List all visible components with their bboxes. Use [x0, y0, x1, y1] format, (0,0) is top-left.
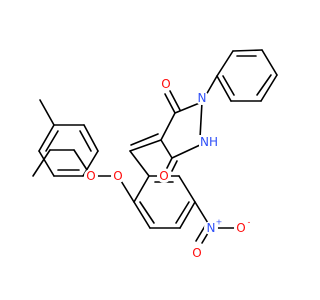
bond [222, 75, 235, 96]
atom-labels: O N NH O O O N + O - O [84, 77, 251, 260]
bond [39, 99, 55, 126]
bond [130, 133, 159, 146]
bond [175, 201, 190, 224]
bond [169, 90, 181, 111]
carbonyl-oxygen-top: O [161, 77, 170, 91]
bond [45, 130, 59, 152]
bond [38, 150, 55, 177]
nitro-oxygen-charge: - [248, 218, 251, 227]
nitro-nitrogen: N [207, 221, 216, 235]
bond [171, 144, 201, 159]
nitro-nitrogen-charge: + [216, 218, 223, 227]
bond [164, 93, 176, 114]
bond [129, 150, 150, 177]
molecule-structure: O N NH O O O N + O - O [32, 49, 278, 260]
nitro-oxygen-double: O [192, 246, 201, 260]
bond [38, 124, 55, 152]
bond [178, 175, 196, 203]
bond [32, 149, 51, 177]
ether-oxygen-aryl: O [113, 169, 122, 183]
bond [129, 139, 162, 152]
carbonyl-oxygen-bottom: O [159, 169, 168, 183]
ring-nitrogen-phenyl: N [198, 91, 207, 105]
ether-oxygen-tolyl: O [86, 169, 95, 183]
bonds [32, 49, 278, 244]
bond [174, 101, 203, 114]
bond [83, 124, 99, 152]
bond [261, 49, 278, 76]
bond [160, 139, 173, 159]
bond [171, 160, 178, 172]
ring-nh: NH [200, 135, 218, 149]
bond [139, 201, 155, 224]
bond [199, 101, 203, 139]
bond [133, 175, 150, 203]
bond [256, 74, 272, 96]
nitro-oxygen-single: O [236, 221, 245, 235]
bond [79, 130, 92, 152]
bond [179, 201, 196, 229]
bond [232, 49, 263, 52]
bond [133, 201, 151, 229]
bond [216, 75, 232, 102]
bond [216, 50, 234, 77]
molecule-canvas: O N NH O O O N + O - O [32, 49, 278, 260]
bond [195, 225, 206, 242]
bond [166, 157, 173, 169]
bond [160, 112, 176, 141]
bond [260, 74, 278, 102]
